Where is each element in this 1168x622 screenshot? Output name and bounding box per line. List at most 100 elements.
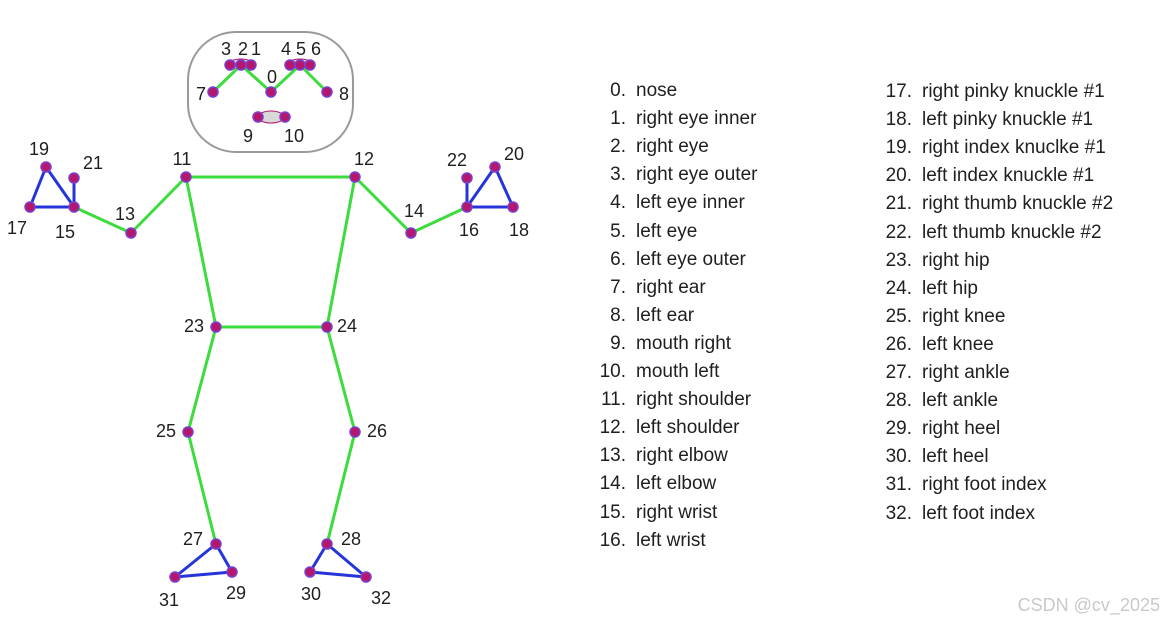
legend-item: 24. left hip	[880, 275, 978, 303]
legend-item: 22. left thumb knuckle #2	[880, 219, 1102, 247]
legend-index: 1.	[610, 108, 626, 130]
landmark-11	[180, 171, 192, 183]
head-outline	[187, 31, 354, 153]
landmark-15	[68, 201, 80, 213]
landmark-label-26: 26	[367, 421, 387, 441]
legend-name: left foot index	[922, 502, 1036, 524]
landmark-label-1: 1	[251, 39, 261, 59]
legend-item: 23.right hip	[880, 247, 990, 275]
legend-name: left ear	[636, 304, 695, 326]
connection-16-20	[465, 165, 497, 209]
legend-name: left thumb knuckle #2	[922, 221, 1102, 243]
landmark-7	[207, 86, 219, 98]
landmark-label-20: 20	[504, 144, 524, 164]
legend-index: 2.	[610, 136, 626, 158]
landmark-27	[210, 538, 222, 550]
legend-name: left hip	[922, 277, 978, 299]
landmark-label-16: 16	[459, 220, 479, 240]
legend-name: nose	[636, 80, 678, 101]
legend-index: 17.	[885, 81, 912, 102]
legend-item: 28.left ankle	[880, 387, 998, 415]
connection-11-13	[129, 175, 188, 235]
landmark-5	[294, 59, 306, 71]
landmark-label-30: 30	[301, 584, 321, 604]
landmark-label-6: 6	[311, 39, 321, 59]
legend-item: 29.right heel	[880, 415, 1001, 443]
connection-0-5	[269, 63, 302, 94]
legend-index: 12.	[599, 417, 626, 439]
legend-index: 3.	[610, 164, 626, 186]
watermark: CSDN @cv_2025	[1017, 595, 1160, 615]
landmark-label-22: 22	[447, 150, 467, 170]
legend-name: right eye inner	[636, 108, 757, 130]
legend-item: 16. left wrist	[596, 527, 706, 555]
landmark-13	[125, 227, 137, 239]
landmark-22	[461, 172, 473, 184]
connection-13-15	[72, 205, 133, 235]
connection-5-8	[298, 63, 329, 94]
landmark-label-8: 8	[339, 84, 349, 104]
legend-item: 14.left elbow	[596, 470, 717, 498]
legend-index: 25.	[885, 305, 912, 327]
landmark-24	[321, 321, 333, 333]
legend-index: 9.	[610, 332, 626, 354]
landmark-label-24: 24	[337, 316, 357, 336]
legend-index: 4.	[610, 192, 626, 214]
connection-17-19	[28, 165, 48, 209]
landmark-6	[304, 59, 316, 71]
connection-28-32	[325, 542, 368, 579]
landmark-0	[265, 86, 277, 98]
legend-index: 14.	[599, 473, 626, 495]
legend-name: right pinky knuckle #1	[922, 81, 1105, 102]
landmark-29	[226, 566, 238, 578]
landmark-label-3: 3	[221, 39, 231, 59]
legend-item: 20. left index knuckle #1	[880, 162, 1095, 190]
legend-index: 15.	[599, 501, 626, 523]
legend-index: 21.	[885, 193, 912, 215]
landmark-20	[489, 161, 501, 173]
legend-index: 16.	[599, 529, 626, 551]
landmark-26	[349, 426, 361, 438]
legend-name: left eye outer	[636, 248, 746, 270]
legend-name: left wrist	[636, 529, 706, 551]
connection-15-19	[44, 165, 76, 209]
legend-index: 23.	[885, 249, 912, 271]
landmark-label-9: 9	[243, 126, 253, 146]
legend-index: 6.	[610, 248, 626, 270]
legend-index: 22.	[885, 221, 912, 243]
connection-18-20	[493, 165, 515, 209]
connection-26-28	[325, 430, 357, 546]
legend-name: left eye	[636, 220, 698, 242]
legend-item: 10. mouth left	[596, 358, 720, 386]
landmark-31	[169, 571, 181, 583]
legend-index: 20.	[885, 165, 912, 187]
landmark-2	[235, 59, 247, 71]
legend-item: 7.right ear	[596, 274, 706, 302]
legend-item: 25. right knee	[880, 303, 1006, 331]
legend-name: left ankle	[922, 390, 999, 412]
connection-27-31	[173, 542, 218, 579]
legend-index: 30.	[885, 446, 912, 468]
legend-index: 26.	[885, 333, 912, 355]
landmark-9	[252, 111, 264, 123]
legend-name: left index knuckle #1	[922, 165, 1095, 187]
legend-item: 11.right shoulder	[596, 386, 751, 414]
connection-11-23	[184, 175, 218, 329]
legend-item: 1. right eye inner	[596, 105, 756, 133]
legend-item: 3.right eye outer	[596, 161, 757, 189]
legend-item: 5.left eye	[596, 218, 697, 246]
legend-item: 4. left eye inner	[596, 189, 745, 217]
landmark-8	[321, 86, 333, 98]
landmark-label-7: 7	[196, 84, 206, 104]
legend-name: right ear	[636, 276, 706, 298]
legend-index: 32.	[885, 502, 912, 524]
legend-name: right wrist	[636, 501, 718, 523]
legend-name: right knee	[922, 305, 1006, 327]
connection-12-14	[353, 175, 413, 235]
legend-index: 10.	[599, 361, 626, 382]
legend-name: mouth left	[636, 361, 720, 382]
legend-name: left eye inner	[636, 192, 745, 214]
legend-index: 24.	[885, 277, 912, 299]
legend-item: 15. right wrist	[596, 499, 718, 527]
